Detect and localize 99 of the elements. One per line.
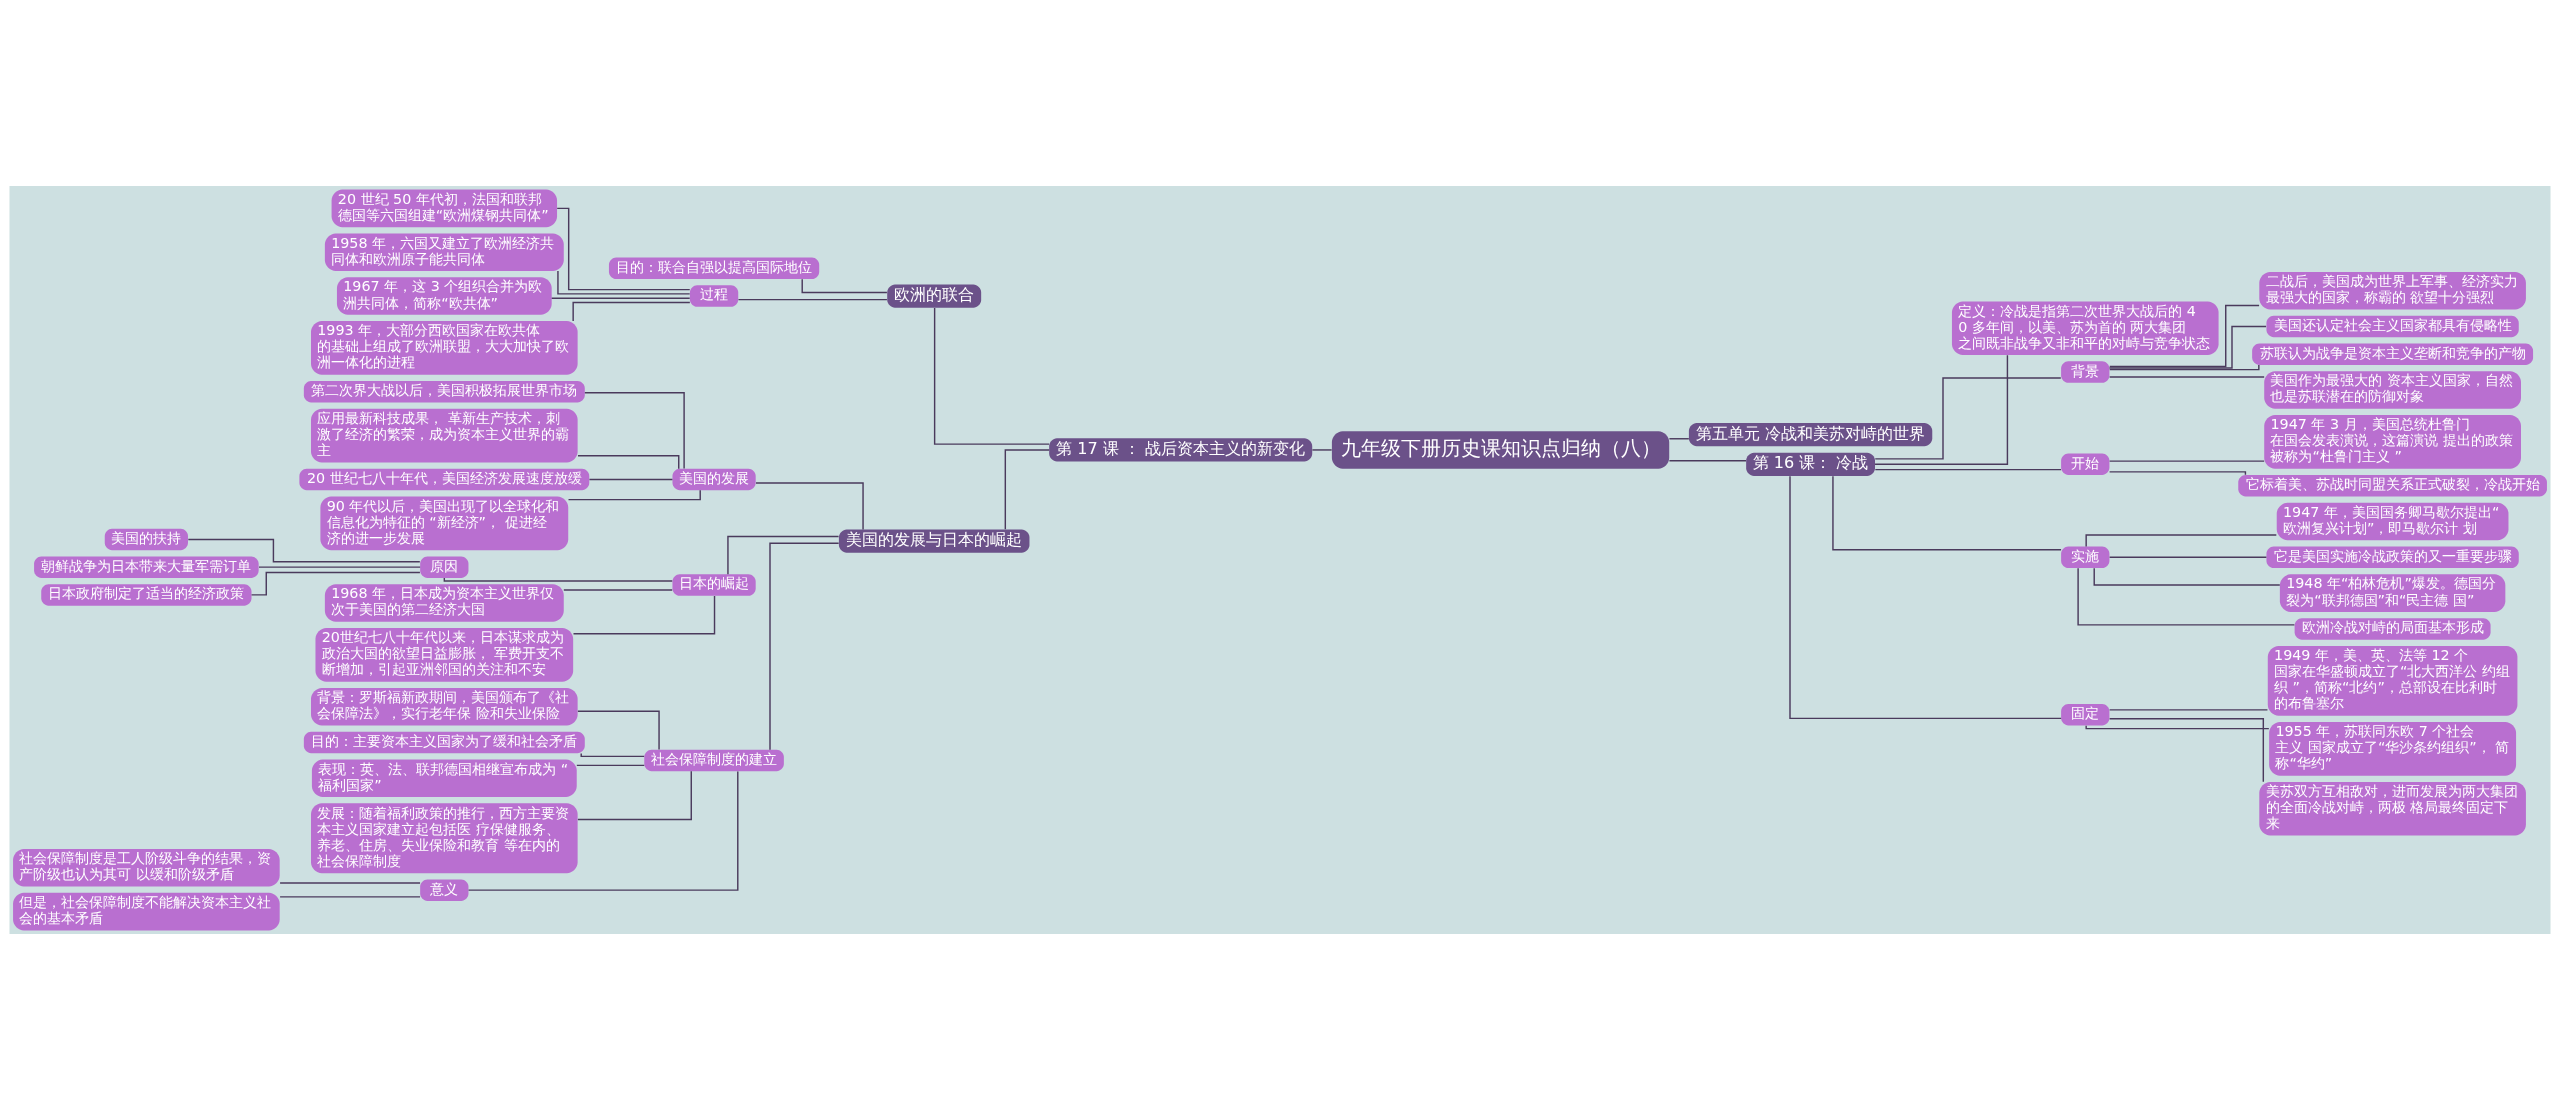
node-box: 第 16 课： 冷战 (1746, 452, 1875, 476)
node-box: 美苏双方互相敌对，进而发展为两大集团的全面冷战对峙，两极 格局最终固定下来 (2259, 781, 2526, 836)
connector (2108, 470, 2247, 476)
node-box: 日本的崛起 (672, 573, 756, 596)
connector (584, 391, 685, 469)
node-box: 美国作为最强大的 资本主义国家，自然也是苏联潜在的防御对象 (2264, 370, 2521, 409)
connector (580, 752, 645, 757)
node-box: 二战后，美国成为世界上军事、经济实力最强大的国家，称霸的 欲望十分强烈 (2259, 271, 2526, 309)
connector (2108, 556, 2268, 558)
connector (551, 297, 691, 299)
connector (727, 535, 840, 575)
connector (801, 278, 888, 293)
node-box: 过程 (689, 284, 739, 307)
connector (556, 207, 691, 290)
connector (2085, 724, 2270, 729)
node-box: 欧洲的联合 (887, 283, 982, 308)
node-box: 1955 年，苏联同东欧 7 个社会主义 国家成立了“华沙条约组织”， 简称“华约” (2269, 721, 2517, 776)
connector (2077, 566, 2296, 626)
connector (2109, 304, 2260, 367)
connector (933, 306, 1050, 445)
node-box: 背景 (2061, 360, 2110, 383)
node-box: 九年级下册历史课知识点归纳（八） (1331, 430, 1670, 469)
node-box: 目的：主要资本主义国家为了缓和社会矛盾 (303, 731, 585, 753)
connector (572, 594, 716, 635)
node-box: 社会保障制度的建立 (644, 749, 784, 771)
node-box: 美国还认定社会主义国家都具有侵略性 (2266, 315, 2519, 337)
connector (577, 454, 680, 469)
connector (577, 710, 660, 750)
node-box: 意义 (420, 878, 469, 901)
node-box: 20世纪七八十年代以来，日本谋求成为政治大国的欲望日益膨胀， 军费开支不断增加，引起亚洲邻国的关注和不安 (315, 627, 574, 682)
connector (1311, 448, 1333, 451)
connector (1789, 474, 2062, 719)
connector (1874, 468, 2062, 470)
node-box: 第二次界大战以后，美国积极拓展世界市场 (303, 380, 585, 403)
connector (443, 576, 673, 582)
connector (755, 481, 864, 530)
node-box: 发展：随着福利政策的推行，西方主要资本主义国家建立起包括医 疗保健服务、养老、住房、失业保险和教育 等在内的社会保障制度 (311, 802, 578, 873)
connector (2108, 375, 2265, 378)
node-box: 定义：冷战是指第二次世界大战后的 40 多年间，以美、苏为首的 两大集团之间既非战争又非和平的对峙与竞争状态 (1951, 300, 2219, 355)
node-box: 美国的发展与日本的崛起 (838, 529, 1030, 553)
connector (577, 770, 692, 820)
node-box: 表现：英、法、联邦德国相继宣布成为 “福利国家” (311, 759, 577, 797)
node-box: 它标着美、苏战时同盟关系正式破裂，冷战开始 (2238, 474, 2547, 496)
node-box: 目的：联合自强以提高国际地位 (608, 257, 820, 279)
connector (187, 538, 421, 562)
connector (2109, 363, 2260, 370)
connector (737, 298, 888, 300)
node-box: 1958 年，六国又建立了欧洲经济共同体和欧洲原子能共同体 (324, 232, 564, 271)
node-box: 日本政府制定了适当的经济政策 (41, 583, 252, 606)
connector (258, 565, 421, 568)
node-box: 美国的发展 (672, 468, 756, 490)
node-box: 美国的扶持 (104, 528, 188, 550)
connector (557, 269, 691, 295)
node-box: 社会保障制度是工人阶级斗争的结果，资产阶级也认为其可 以缓和阶级矛盾 (13, 848, 280, 887)
node-box: 1949 年，美、英、法等 12 个国家在华盛顿成立了“北大西洋公 约组织 ”，简称“北约”，总部设在比利时的布鲁塞尔 (2267, 645, 2518, 716)
node-box: 朝鲜战争为日本带来大量军需订单 (34, 555, 259, 578)
connector (563, 588, 673, 591)
connector (576, 764, 645, 766)
node-box: 1993 年，大部分西欧国家在欧共体的基础上组成了欧洲联盟，大大加快了欧洲一体化的进程 (311, 320, 578, 375)
connector (567, 489, 701, 500)
node-box: 90 年代以后，美国出现了以全球化和信息化为特征的 “新经济”， 促进经济的进一步发展 (320, 495, 569, 550)
connector (279, 895, 421, 898)
connector (279, 881, 421, 884)
connector (1668, 437, 1690, 439)
connector (769, 542, 840, 750)
node-box: 但是，社会保障制度不能解决资本主义社会的基本矛盾 (13, 892, 280, 930)
connector (1668, 459, 1747, 461)
connector (250, 571, 421, 596)
connector (2108, 459, 2265, 462)
connector (1874, 353, 2009, 465)
connector (467, 770, 739, 891)
node-box: 第 17 课 ： 战后资本主义的新变化 (1049, 437, 1313, 462)
connector (1874, 376, 2062, 460)
connector (1004, 448, 1050, 530)
node-box: 它是美国实施冷战政策的又一重要步骤 (2266, 546, 2519, 568)
connector (1832, 474, 2062, 550)
connector (572, 301, 691, 322)
connector (2108, 708, 2269, 711)
node-box: 20 世纪 50 年代初，法国和联邦德国等六国组建“欧洲煤钢共同体” (331, 189, 558, 227)
connector (2108, 325, 2267, 369)
node-box: 1967 年，这 3 个组织合并为欧洲共同体，简称“欧共体” (336, 276, 552, 315)
connector (588, 478, 674, 480)
node-box: 第五单元 冷战和美苏对峙的世界 (1688, 422, 1933, 446)
node-box: 固定 (2061, 703, 2110, 726)
connector (2108, 717, 2265, 782)
node-box: 应用最新科技成果， 革新生产技术，刺激了经济的繁荣，成为资本主义世界的霸主 (311, 408, 578, 462)
node-box: 原因 (420, 555, 469, 578)
node-box: 开始 (2061, 453, 2110, 475)
node-box: 1947 年 3 月，美国总统杜鲁门在国会发表演说，这篇演说 提出的政策被称为“杜鲁门主义 ” (2264, 414, 2521, 469)
node-box: 苏联认为战争是资本主义垄断和竞争的产物 (2252, 342, 2534, 365)
node-box: 1947 年，美国国务卿马歇尔提出“欧洲复兴计划”，即马歇尔计 划 (2276, 502, 2509, 540)
connector (2085, 533, 2278, 547)
node-box: 1968 年，日本成为资本主义世界仅次于美国的第二经济大国 (324, 583, 564, 622)
node-box: 20 世纪七八十年代，美国经济发展速度放缓 (299, 468, 590, 490)
node-box: 欧洲冷战对峙的局面基本形成 (2294, 617, 2491, 640)
connector (2093, 567, 2281, 586)
node-box: 背景：罗斯福新政期间，美国颁布了《社会保障法》，实行老年保 险和失业保险 (311, 687, 578, 726)
node-box: 1948 年“柏林危机”爆发。德国分裂为“联邦德国”和“民主德 国” (2279, 573, 2506, 612)
node-box: 实施 (2061, 546, 2110, 568)
